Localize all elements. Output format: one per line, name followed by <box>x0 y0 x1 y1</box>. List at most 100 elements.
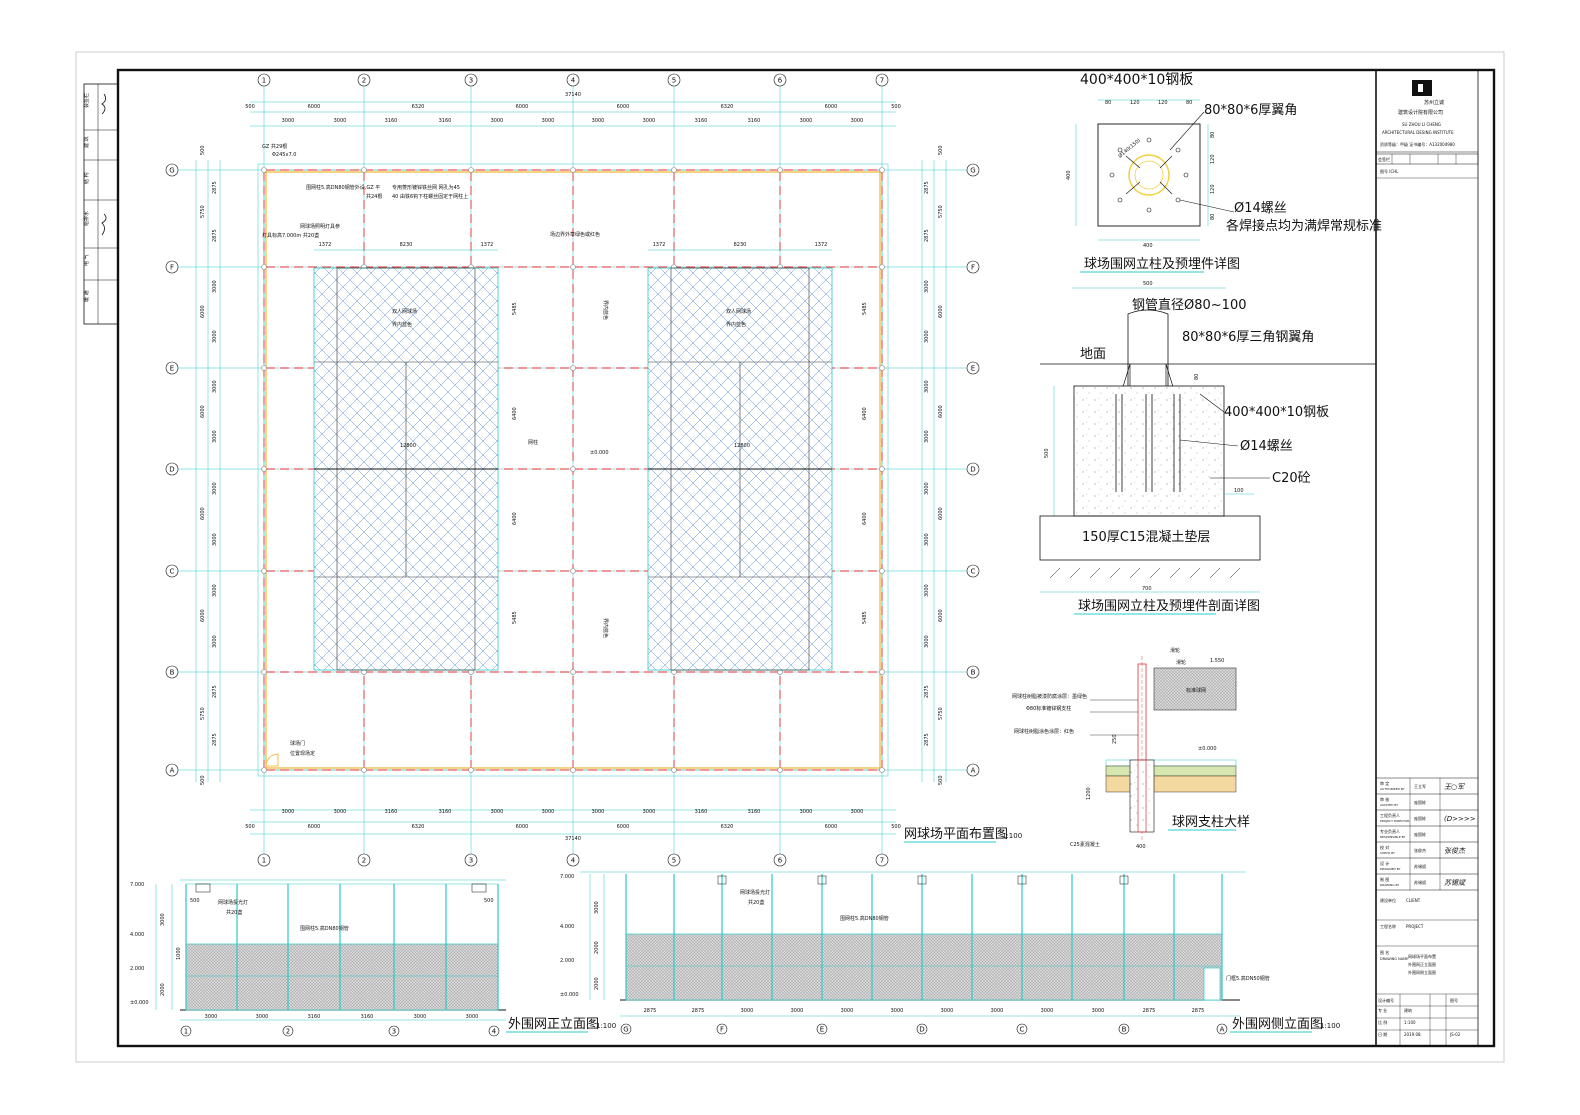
bolt-label: Ø14螺丝 <box>1234 201 1287 216</box>
dim-250: 250 <box>1112 734 1118 744</box>
approval-role: 制 图 <box>1380 876 1389 882</box>
bottom-dim: 6000 <box>308 824 321 830</box>
side-scale: 1:100 <box>1320 1022 1340 1030</box>
top-dim-2: 3000 <box>851 118 864 124</box>
top-dim-2: 3000 <box>800 118 813 124</box>
plate-bottom-dim: 400 <box>1143 243 1153 249</box>
front-level: 7.000 <box>130 882 144 888</box>
front-level: ±0.000 <box>130 1000 149 1006</box>
court-dim: 8230 <box>400 242 413 248</box>
axis-bubble <box>464 73 478 87</box>
paint-label: 网球柱树脂被漆防腐涂层：墨绿色 <box>1012 693 1087 700</box>
bottom-dim: 6000 <box>825 824 838 830</box>
post-marker <box>570 365 576 371</box>
strip-label: 建 筑 <box>83 136 90 148</box>
approval-role-en: DRAWING BY <box>1380 883 1399 887</box>
axis-bubble <box>916 1023 928 1035</box>
concrete-note: C25素混凝土 <box>1070 841 1100 848</box>
approval-signature: 苏锡斌 <box>1444 879 1466 887</box>
right-dim: 5750 <box>938 205 944 218</box>
drawing-en: DRAWING NAME <box>1380 957 1408 961</box>
concrete-block <box>1073 385 1225 517</box>
axis-label: 4 <box>571 77 576 85</box>
axis-bubble <box>773 73 787 87</box>
axis-label: D <box>169 466 174 474</box>
plate-dim: 80 <box>1186 100 1192 106</box>
middle-note-2: 界内蓝色 <box>602 618 609 638</box>
cushion-layer <box>1039 515 1261 561</box>
front-level: 4.000 <box>130 932 144 938</box>
gate-note-2: 位置现场定 <box>290 750 315 757</box>
axis-label: D <box>919 1026 924 1034</box>
axis-bubble <box>165 564 179 578</box>
axis-bubble <box>966 462 980 476</box>
bottom-dim-2: 3000 <box>592 809 605 815</box>
axis-bubble <box>165 260 179 274</box>
side-pipe-label: 围网柱5.高DN80钢管 <box>840 915 889 922</box>
side-dim: 2875 <box>692 1008 705 1014</box>
axis-bubble <box>566 853 580 867</box>
top-dim-2: 3160 <box>748 118 761 124</box>
top-dim: 6000 <box>516 104 529 110</box>
bottom-dim-2: 3160 <box>695 809 708 815</box>
post-marker <box>570 167 576 173</box>
axis-bubble <box>667 73 681 87</box>
project-value: PROJECT <box>1406 924 1424 929</box>
weld-label: 各焊接点均为满焊常规标准 <box>1226 218 1382 234</box>
pipe-circle <box>1128 154 1170 196</box>
side-left-dim: 2000 <box>594 941 600 954</box>
light-fixture-icon <box>471 883 487 893</box>
ground-label: 地面 <box>1080 347 1106 362</box>
post-marker <box>570 466 576 472</box>
side-level: ±0.000 <box>560 992 579 998</box>
approval-role-en: CHECK BY <box>1380 851 1395 855</box>
section-plate-label: 400*400*10钢板 <box>1224 405 1329 420</box>
left-dim: 500 <box>200 145 206 155</box>
axis-label: E <box>170 365 174 373</box>
post-marker <box>879 466 885 472</box>
footer-cell: 图号 <box>1450 997 1458 1003</box>
detail-post: 滑轮 滑轮 绳扣 1.550 标准球网 网球柱树脂被漆防腐涂层：墨绿色 Φ80标… <box>1012 647 1250 850</box>
plate-dim: 80 <box>1105 100 1111 106</box>
bottom-dim: 6320 <box>412 824 425 830</box>
side-elevation: 网球场投光灯 共20盏 围网柱5.高DN80钢管 门框5.高DN50钢管 7.0… <box>560 871 1340 1035</box>
court-len: 5485 <box>862 611 868 624</box>
side-dim: 3000 <box>741 1008 754 1014</box>
side-dim: 2875 <box>1192 1008 1205 1014</box>
front-left-dim: 3000 <box>160 913 166 926</box>
court-len: 6400 <box>862 407 868 420</box>
section-bolt-label: Ø14螺丝 <box>1240 439 1293 454</box>
axis-bubble <box>875 73 889 87</box>
gate-frame <box>1203 967 1221 1001</box>
right-dim-2: 3000 <box>924 635 930 648</box>
axis-bubble <box>620 1023 632 1035</box>
axis-bubble <box>773 853 787 867</box>
left-dim-2: 3000 <box>212 533 218 546</box>
approval-name: 苏锡斌 <box>1414 863 1426 869</box>
front-dim: 3000 <box>256 1014 269 1020</box>
court-label: 双人网球场 <box>392 308 417 315</box>
footer-cell: 日 期 <box>1378 1031 1387 1037</box>
right-dim-2: 3000 <box>924 430 930 443</box>
axis-label: F <box>170 264 174 272</box>
axis-bubble <box>180 1025 192 1037</box>
section-bottom-dim: 700 <box>1142 586 1152 592</box>
top-dim-2: 3160 <box>439 118 452 124</box>
front-dim: 3160 <box>361 1014 374 1020</box>
left-dim-2: 3000 <box>212 584 218 597</box>
approval-role: 校 对 <box>1380 844 1389 850</box>
court-len: 6400 <box>862 512 868 525</box>
axis-label: A <box>1220 1026 1225 1034</box>
court-label: 双人网球场 <box>726 308 751 315</box>
company-cn: 苏州立诚 <box>1424 99 1444 106</box>
axis-bubble <box>165 763 179 777</box>
front-scale: 1:100 <box>596 1022 616 1030</box>
axis-bubble <box>875 853 889 867</box>
top-dim-2: 3000 <box>592 118 605 124</box>
axis-bubble <box>488 1025 500 1037</box>
drawing-line: 网球场平面布置 <box>1408 953 1436 959</box>
steel-plate <box>1097 123 1201 227</box>
light-note-2: 灯具标高7.000m 共20盏 <box>262 232 319 239</box>
